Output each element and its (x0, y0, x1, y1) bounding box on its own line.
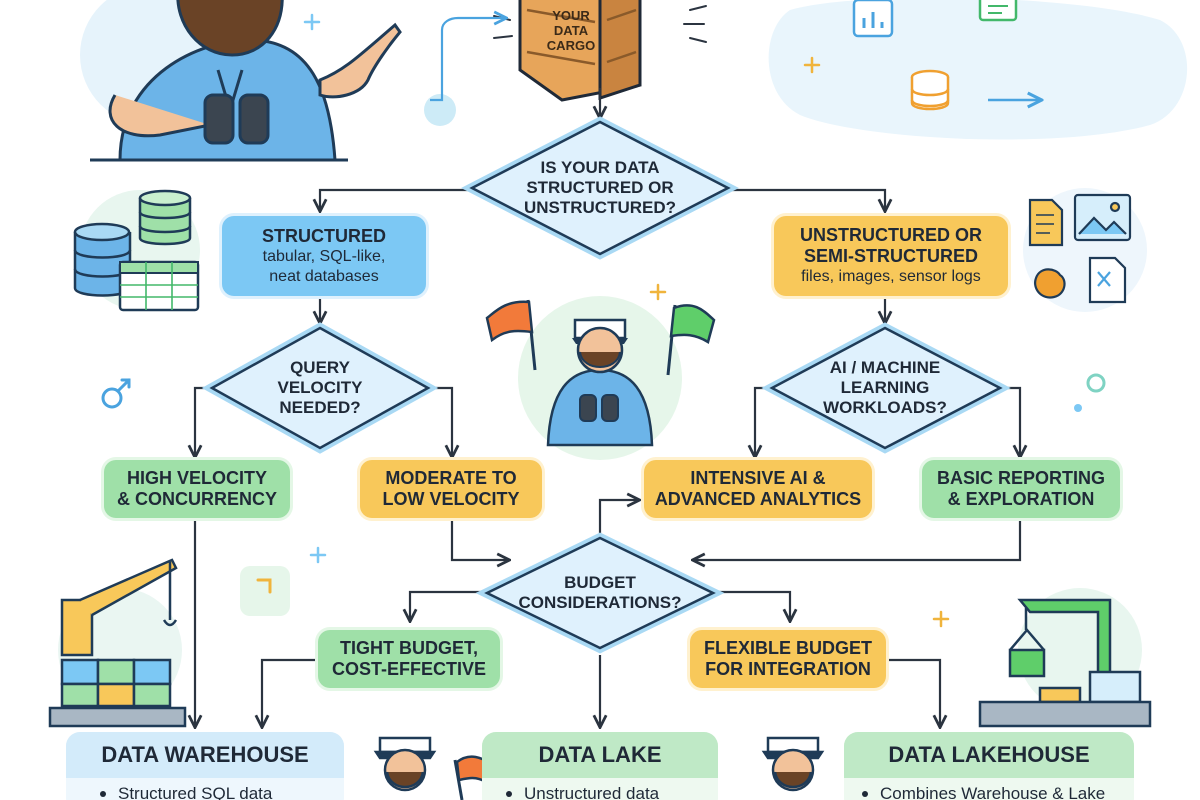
node-structured-subtitle-1: tabular, SQL-like, (262, 247, 386, 265)
node-flexible-budget: FLEXIBLE BUDGET FOR INTEGRATION (690, 630, 886, 688)
sailor-left-illustration (373, 736, 494, 800)
decision-budget-line-2: CONSIDERATIONS? (518, 593, 682, 612)
decision-budget-line-1: BUDGET (564, 573, 636, 592)
node-structured-subtitle-2: neat databases (269, 267, 379, 285)
result-data-warehouse: DATA WAREHOUSE Structured SQL data (66, 732, 344, 800)
result-data-warehouse-bullet-text: Structured SQL data (118, 784, 273, 800)
node-moderate-velocity: MODERATE TO LOW VELOCITY (360, 460, 542, 518)
result-data-lake-bullet: Unstructured data (482, 778, 718, 800)
result-data-lakehouse-bullet-text: Combines Warehouse & Lake (880, 784, 1106, 800)
crane-right-illustration (978, 598, 1152, 728)
crate-label-line-3: CARGO (546, 38, 596, 53)
decision-structure-line-1: IS YOUR DATA (540, 158, 660, 177)
captain-flags-illustration (485, 299, 716, 447)
result-data-warehouse-bullet: Structured SQL data (66, 778, 344, 800)
database-icon-orange (910, 69, 950, 111)
decision-diamonds (201, 116, 1011, 654)
decision-ai-workloads: AI / MACHINE LEARNING WORKLOADS? (800, 350, 970, 426)
decision-structure-line-2: STRUCTURED OR (526, 178, 674, 197)
node-moderate-velocity-line-1: MODERATE TO (385, 468, 517, 488)
decision-velocity-line-2: VELOCITY (277, 378, 363, 397)
result-data-lake: DATA LAKE Unstructured data (482, 732, 718, 800)
node-intensive-ai-line-2: ADVANCED ANALYTICS (654, 489, 862, 509)
crate-label-line-1: YOUR (552, 8, 590, 23)
decision-ai-line-2: LEARNING (840, 378, 930, 397)
node-high-velocity: HIGH VELOCITY & CONCURRENCY (104, 460, 290, 518)
node-flexible-budget-line-2: FOR INTEGRATION (705, 659, 871, 679)
decision-ai-line-3: WORKLOADS? (823, 398, 947, 417)
result-data-lake-bullet-text: Unstructured data (524, 784, 660, 800)
node-tight-budget-line-1: TIGHT BUDGET, (340, 638, 478, 658)
node-structured: STRUCTURED tabular, SQL-like, neat datab… (222, 216, 426, 296)
crate-label: YOUR DATA CARGO (540, 8, 602, 53)
node-high-velocity-line-1: HIGH VELOCITY (126, 468, 267, 488)
node-tight-budget-line-2: COST-EFFECTIVE (331, 659, 486, 679)
node-unstructured: UNSTRUCTURED OR SEMI-STRUCTURED files, i… (774, 216, 1008, 296)
sparkle-decorations (101, 5, 1106, 628)
file-image-icons (1028, 193, 1132, 304)
result-data-lakehouse-bullet: Combines Warehouse & Lake (844, 778, 1134, 800)
decision-structure-line-3: UNSTRUCTURED? (523, 198, 677, 217)
bullet-dot (862, 791, 868, 797)
node-tight-budget: TIGHT BUDGET, COST-EFFECTIVE (318, 630, 500, 688)
result-data-lake-title: DATA LAKE (482, 732, 718, 778)
bullet-dot (506, 791, 512, 797)
chart-icon (852, 0, 894, 38)
sailor-right-illustration (761, 736, 825, 792)
crane-left-illustration (48, 558, 187, 728)
node-intensive-ai: INTENSIVE AI & ADVANCED ANALYTICS (644, 460, 872, 518)
result-data-warehouse-title: DATA WAREHOUSE (66, 732, 344, 778)
node-basic-reporting-line-1: BASIC REPORTING (936, 468, 1105, 488)
node-basic-reporting: BASIC REPORTING & EXPLORATION (922, 460, 1120, 518)
decision-velocity-line-1: QUERY (290, 358, 350, 377)
decision-budget: BUDGET CONSIDERATIONS? (505, 566, 695, 620)
captain-binoculars-illustration (90, 0, 402, 162)
document-icon (978, 0, 1018, 22)
decision-ai-line-1: AI / MACHINE (829, 358, 941, 377)
decision-velocity-line-3: NEEDED? (279, 398, 361, 417)
result-data-lakehouse-title: DATA LAKEHOUSE (844, 732, 1134, 778)
node-basic-reporting-line-2: & EXPLORATION (947, 489, 1095, 509)
decision-structure: IS YOUR DATA STRUCTURED OR UNSTRUCTURED? (500, 148, 700, 228)
node-unstructured-subtitle: files, images, sensor logs (801, 268, 981, 285)
decision-velocity: QUERY VELOCITY NEEDED? (240, 350, 400, 426)
cargo-crate-illustration (518, 0, 642, 102)
node-intensive-ai-line-1: INTENSIVE AI & (690, 468, 826, 488)
spreadsheet-icon (118, 260, 200, 312)
result-data-lakehouse: DATA LAKEHOUSE Combines Warehouse & Lake (844, 732, 1134, 800)
connector-lines (195, 88, 1020, 726)
bullet-dot (100, 791, 106, 797)
crate-intake-arrow (430, 18, 505, 102)
crate-label-line-2: DATA (553, 23, 589, 38)
database-stack-icon (73, 189, 192, 297)
node-flexible-budget-line-1: FLEXIBLE BUDGET (703, 638, 872, 658)
node-high-velocity-line-2: & CONCURRENCY (116, 489, 277, 509)
node-structured-title: STRUCTURED (262, 225, 386, 246)
node-unstructured-title-1: UNSTRUCTURED OR (800, 225, 982, 245)
node-moderate-velocity-line-2: LOW VELOCITY (382, 489, 520, 509)
node-unstructured-title-2: SEMI-STRUCTURED (804, 246, 978, 266)
